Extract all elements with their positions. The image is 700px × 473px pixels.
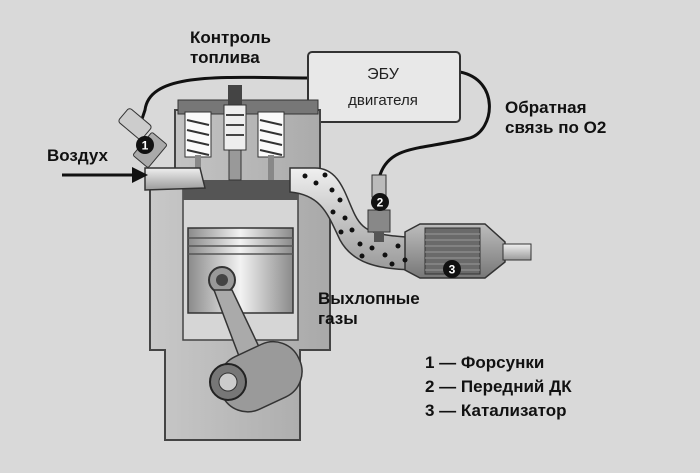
piston <box>187 227 294 314</box>
o2-feedback-label: Обратная связь по O2 <box>505 98 607 137</box>
legend-item-front-o2: 2 — Передний ДК <box>425 377 572 396</box>
injector-wire <box>138 75 311 126</box>
badge-1: 1 <box>136 136 154 154</box>
spark-plug <box>223 85 247 181</box>
legend-item-injectors: 1 — Форсунки <box>425 353 545 372</box>
air-arrow <box>62 167 148 183</box>
exhaust-particles <box>302 172 408 267</box>
fuel-control-label: Контроль топлива <box>190 28 271 67</box>
air-label: Воздух <box>47 146 109 165</box>
ecu-label: ЭБУ двигателя <box>348 66 418 109</box>
o2-sensor <box>367 174 391 242</box>
exhaust-label: Выхлопные газы <box>318 289 420 328</box>
o2-sensor-wire <box>378 70 491 176</box>
legend-item-catalyst: 3 — Катализатор <box>425 401 567 420</box>
crankshaft <box>209 341 303 413</box>
cylinder-head <box>177 99 319 115</box>
intake-valve <box>184 111 212 180</box>
intake-port <box>144 167 206 191</box>
svg-text:3: 3 <box>449 263 456 277</box>
svg-text:2: 2 <box>377 196 384 210</box>
badge-2: 2 <box>371 193 389 211</box>
exhaust-valve <box>257 111 285 180</box>
badge-3: 3 <box>443 260 461 278</box>
svg-text:1: 1 <box>142 139 149 153</box>
catalytic-converter <box>404 223 532 279</box>
combustion-chamber <box>183 180 298 200</box>
ecu-box <box>307 51 461 123</box>
